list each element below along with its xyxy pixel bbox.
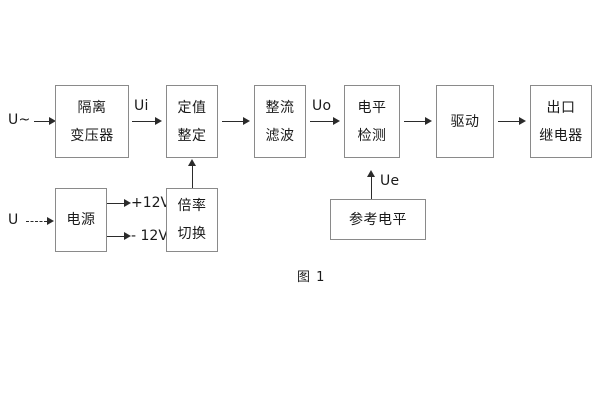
arrow-isolation-transformer-to-setpoint — [132, 117, 162, 126]
arrow-rail-positive — [107, 199, 131, 208]
label-ui: Ui — [134, 98, 149, 114]
block-level-detection-line-2: 检测 — [357, 127, 387, 144]
block-reference-level: 参考电平 — [330, 199, 426, 240]
arrow-input-to-isolation-transformer — [34, 117, 56, 126]
label-uo: Uo — [312, 98, 332, 114]
block-setpoint-setting-line-2: 整定 — [177, 127, 207, 144]
arrow-setpoint-to-rectify-filter — [222, 117, 250, 126]
block-level-detection-line-1: 电平 — [357, 99, 387, 116]
block-output-relay-line-1: 出口 — [546, 99, 576, 116]
block-rectify-filter: 整流 滤波 — [254, 85, 306, 158]
arrow-level-detection-to-driver — [404, 117, 432, 126]
block-isolation-transformer-line-2: 变压器 — [70, 127, 114, 144]
block-driver: 驱动 — [436, 85, 494, 158]
signal-input-label: U~ — [8, 112, 31, 128]
block-isolation-transformer-line-1: 隔离 — [77, 99, 107, 116]
power-input-label: U — [8, 212, 19, 228]
label-ue: Ue — [380, 173, 400, 189]
block-rectify-filter-line-1: 整流 — [265, 99, 295, 116]
label-rail-positive: +12V — [131, 195, 171, 211]
arrow-rectify-filter-to-level-detection — [310, 117, 340, 126]
block-multiplier-switch: 倍率 切换 — [166, 188, 218, 252]
block-level-detection: 电平 检测 — [344, 85, 400, 158]
block-setpoint-setting: 定值 整定 — [166, 85, 218, 158]
arrow-multiplier-switch-to-setpoint — [188, 159, 197, 188]
block-multiplier-switch-line-1: 倍率 — [177, 198, 207, 214]
arrow-reference-level-to-level-detection — [367, 170, 376, 199]
label-rail-negative: - 12V — [131, 228, 168, 244]
block-isolation-transformer: 隔离 变压器 — [55, 85, 129, 158]
figure-caption: 图 1 — [297, 270, 326, 285]
block-rectify-filter-line-2: 滤波 — [265, 127, 295, 144]
block-power-supply-line-1: 电源 — [66, 212, 96, 228]
block-multiplier-switch-line-2: 切换 — [177, 226, 207, 242]
arrow-rail-negative — [107, 232, 131, 241]
arrow-input-to-power-supply — [26, 217, 54, 226]
arrow-driver-to-output-relay — [498, 117, 526, 126]
block-power-supply: 电源 — [55, 188, 107, 252]
block-output-relay: 出口 继电器 — [530, 85, 592, 158]
block-output-relay-line-2: 继电器 — [539, 127, 583, 144]
block-driver-line-1: 驱动 — [450, 113, 480, 130]
block-reference-level-line-1: 参考电平 — [349, 211, 407, 228]
block-setpoint-setting-line-1: 定值 — [177, 99, 207, 116]
